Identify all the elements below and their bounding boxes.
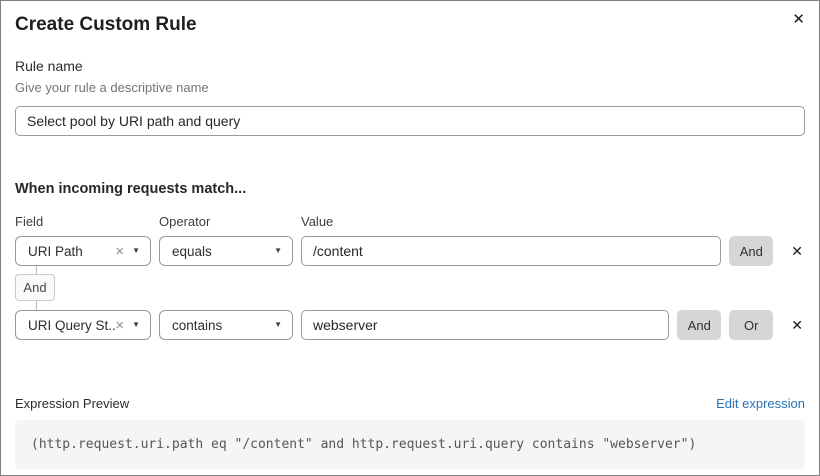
condition-row-1: URI Path × ▼ equals ▼ And ✕: [15, 236, 805, 266]
field-select-row1-value: URI Path: [28, 243, 83, 259]
value-input-row1[interactable]: [301, 236, 722, 266]
delete-row-icon[interactable]: ✕: [791, 242, 803, 259]
row-connector: And: [15, 266, 75, 310]
condition-column-labels: Field Operator Value: [15, 214, 805, 229]
value-column-label: Value: [301, 214, 334, 229]
operator-select-row2-value: contains: [172, 317, 223, 333]
chevron-down-icon: ▼: [274, 246, 282, 255]
expression-code-text: (http.request.uri.path eq "/content" and…: [31, 437, 697, 452]
condition-row-2: URI Query St... × ▼ contains ▼ And Or ✕: [15, 310, 805, 340]
field-select-row1[interactable]: URI Path × ▼: [15, 236, 151, 266]
close-icon[interactable]: ✕: [792, 11, 805, 28]
clear-field-icon[interactable]: ×: [115, 316, 125, 334]
chevron-down-icon: ▼: [132, 320, 140, 329]
delete-row-icon[interactable]: ✕: [791, 316, 803, 333]
connector-line-top: [36, 266, 37, 274]
edit-expression-link[interactable]: Edit expression: [716, 396, 805, 411]
chevron-down-icon: ▼: [274, 320, 282, 329]
dialog-title: Create Custom Rule: [15, 14, 197, 35]
expression-preview-label: Expression Preview: [15, 396, 130, 411]
clear-field-icon[interactable]: ×: [115, 242, 125, 260]
field-select-row2[interactable]: URI Query St... × ▼: [15, 310, 151, 340]
operator-select-row1[interactable]: equals ▼: [159, 236, 293, 266]
field-column-label: Field: [15, 214, 44, 229]
expression-code-block: (http.request.uri.path eq "/content" and…: [15, 420, 805, 469]
connector-line-bottom: [36, 301, 37, 310]
field-select-row2-value: URI Query St...: [28, 317, 116, 333]
match-section-heading: When incoming requests match...: [15, 181, 247, 197]
connector-and-button[interactable]: And: [15, 274, 55, 301]
operator-select-row2[interactable]: contains ▼: [159, 310, 293, 340]
rule-name-label: Rule name: [15, 58, 83, 74]
and-button-row1[interactable]: And: [729, 236, 774, 266]
chevron-down-icon: ▼: [132, 246, 140, 255]
expression-preview-header: Expression Preview Edit expression: [15, 396, 805, 411]
rule-name-helper-text: Give your rule a descriptive name: [15, 80, 209, 95]
rule-name-input[interactable]: [15, 106, 805, 136]
operator-select-row1-value: equals: [172, 243, 212, 259]
or-button-row2[interactable]: Or: [729, 310, 774, 340]
and-button-row2[interactable]: And: [677, 310, 722, 340]
value-input-row2[interactable]: [301, 310, 670, 340]
operator-column-label: Operator: [159, 214, 211, 229]
